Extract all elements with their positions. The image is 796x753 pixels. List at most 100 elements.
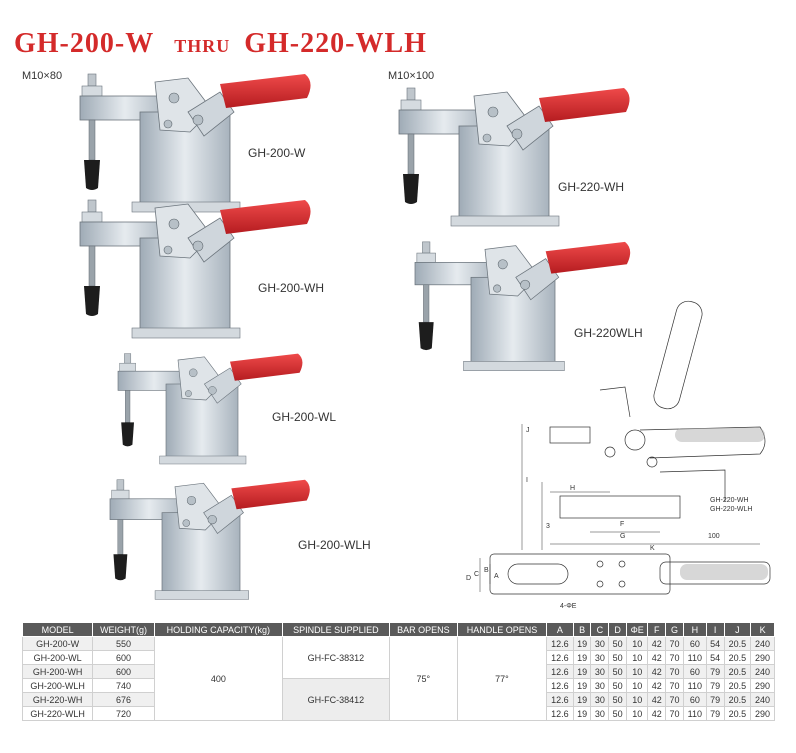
callout-gh-220-wh: GH-220-WH <box>710 497 749 504</box>
table-cell: 600 <box>92 650 155 665</box>
col-header: F <box>647 622 667 637</box>
table-cell: 19 <box>572 650 592 665</box>
col-header: BAR OPENS <box>388 622 458 637</box>
table-cell: 42 <box>647 692 667 707</box>
table-cell: 12.6 <box>546 636 574 651</box>
dim-3: 3 <box>546 523 550 530</box>
table-cell: 77° <box>456 636 548 721</box>
table-cell: GH-200-WL <box>21 650 94 665</box>
col-header: WEIGHT(g) <box>92 622 155 637</box>
table-cell: GH-200-W <box>21 636 94 651</box>
label-gh-200-wh: GH-200-WH <box>258 281 325 295</box>
table-cell: 10 <box>625 692 649 707</box>
label-gh-200-wl: GH-200-WL <box>272 410 337 424</box>
table-cell: 12.6 <box>546 650 574 665</box>
table-cell: 79 <box>705 664 725 679</box>
dim-f: F <box>620 521 624 528</box>
col-header: HOLDING CAPACITY(kg) <box>153 622 283 637</box>
dim-c: C <box>474 571 479 578</box>
table-cell: 60 <box>682 636 707 651</box>
label-gh-220-wh: GH-220-WH <box>558 180 625 194</box>
table-cell: 290 <box>750 678 775 693</box>
spec-left: M10×80 <box>22 70 63 82</box>
label-gh-220wlh: GH-220WLH <box>574 326 643 340</box>
clamp-gh-200-wh-image <box>79 199 312 339</box>
table-cell: 50 <box>608 636 627 651</box>
table-cell: 290 <box>750 650 775 665</box>
table-cell: 550 <box>92 636 155 651</box>
col-header: SPINDLE SUPPLIED <box>281 622 390 637</box>
table-cell: 600 <box>92 664 155 679</box>
col-header: J <box>723 622 752 637</box>
table-cell: 110 <box>682 706 707 721</box>
table-cell: 30 <box>590 706 610 721</box>
table-cell: 12.6 <box>546 706 574 721</box>
table-cell: 20.5 <box>723 692 752 707</box>
table-cell: 30 <box>590 636 610 651</box>
table-cell: 720 <box>92 706 155 721</box>
col-header: ΦE <box>625 622 649 637</box>
table-cell: 20.5 <box>723 636 752 651</box>
col-header: G <box>665 622 684 637</box>
table-cell: 10 <box>625 636 649 651</box>
table-cell: 70 <box>665 706 684 721</box>
table-cell: 19 <box>572 706 592 721</box>
table-cell: 20.5 <box>723 650 752 665</box>
label-gh-200-w: GH-200-W <box>248 146 306 160</box>
technical-drawing: J I H 3 F G K 100 A B C D 4-ΦE GH-220-WH… <box>466 300 771 610</box>
table-cell: 12.6 <box>546 678 574 693</box>
spec-table: MODEL WEIGHT(g) HOLDING CAPACITY(kg) SPI… <box>21 622 775 721</box>
table-cell: 42 <box>647 650 667 665</box>
table-cell: 79 <box>705 706 725 721</box>
table-cell: 20.5 <box>723 706 752 721</box>
table-cell: 30 <box>590 664 610 679</box>
col-header: A <box>546 622 574 637</box>
table-header-row: MODEL WEIGHT(g) HOLDING CAPACITY(kg) SPI… <box>21 622 775 637</box>
table-cell: GH-220-WLH <box>21 706 94 721</box>
table-cell: 19 <box>572 678 592 693</box>
table-cell: 19 <box>572 692 592 707</box>
dim-h: H <box>570 485 575 492</box>
table-cell: 70 <box>665 678 684 693</box>
dim-4-e: 4-ΦE <box>560 603 577 610</box>
table-cell: 42 <box>647 678 667 693</box>
table-cell: 42 <box>647 664 667 679</box>
col-header: MODEL <box>21 622 94 637</box>
table-cell: 19 <box>572 664 592 679</box>
col-header: I <box>705 622 725 637</box>
table-cell: 50 <box>608 706 627 721</box>
dim-b: B <box>484 567 489 574</box>
table-cell: 400 <box>153 636 283 721</box>
table-cell: 110 <box>682 678 707 693</box>
dim-i: I <box>526 477 528 484</box>
table-cell: 70 <box>665 664 684 679</box>
table-cell: 42 <box>647 706 667 721</box>
col-header: D <box>608 622 627 637</box>
table-cell: 240 <box>750 636 775 651</box>
table-cell: GH-220-WH <box>21 692 94 707</box>
table-cell: 240 <box>750 692 775 707</box>
table-cell: 60 <box>682 692 707 707</box>
table-cell: 240 <box>750 664 775 679</box>
clamp-gh-220-wh-image <box>398 87 631 227</box>
table-cell: 110 <box>682 650 707 665</box>
table-cell: 290 <box>750 706 775 721</box>
table-cell: 10 <box>625 650 649 665</box>
table-cell: 50 <box>608 692 627 707</box>
table-cell: 79 <box>705 692 725 707</box>
table-cell: 42 <box>647 636 667 651</box>
col-header: C <box>590 622 610 637</box>
table-cell: 70 <box>665 650 684 665</box>
table-cell: 54 <box>705 636 725 651</box>
dim-j: J <box>526 427 530 434</box>
dim-k: K <box>650 545 655 552</box>
table-cell: 19 <box>572 636 592 651</box>
table-cell: 10 <box>625 678 649 693</box>
table-cell: 54 <box>705 650 725 665</box>
table-cell: 10 <box>625 664 649 679</box>
table-cell: 79 <box>705 678 725 693</box>
